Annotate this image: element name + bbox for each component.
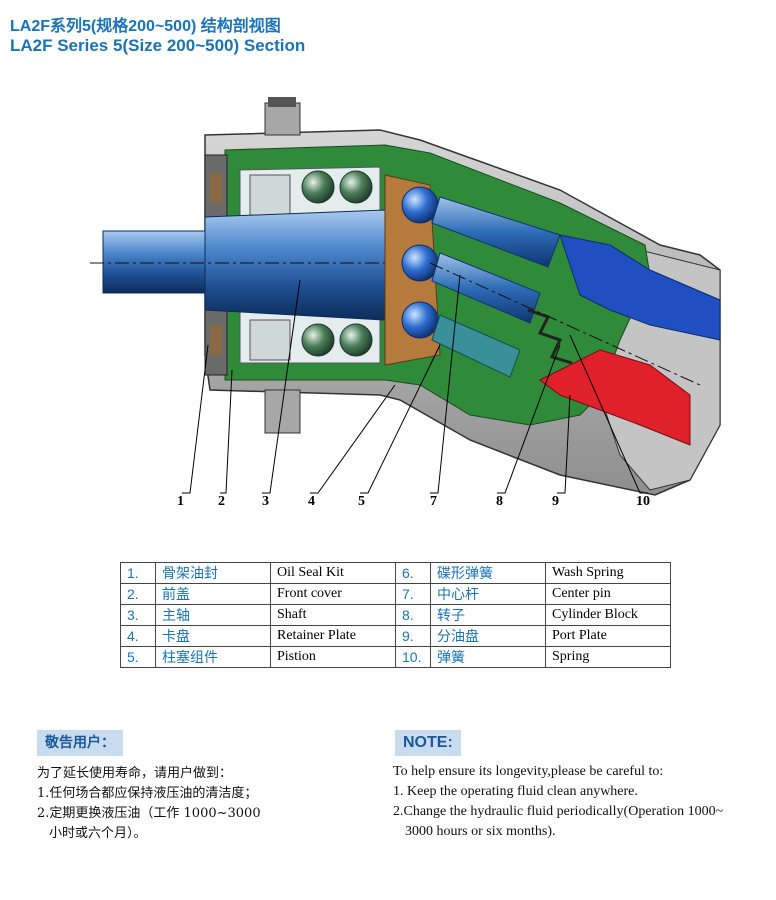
table-row: 2. 前盖 Front cover 7. 中心杆 Center pin <box>120 583 671 605</box>
part-name-en: Center pin <box>545 583 671 605</box>
part-number: 8. <box>395 604 431 626</box>
part-name-en: Retainer Plate <box>270 625 396 647</box>
title-chinese: LA2F系列5(规格200~500) 结构剖视图 <box>10 18 281 35</box>
part-number: 6. <box>395 562 431 584</box>
part-name-en: Shaft <box>270 604 396 626</box>
part-name-en: Wash Spring <box>545 562 671 584</box>
part-name-en: Spring <box>545 646 671 668</box>
callout-2: 2 <box>218 494 225 509</box>
callout-numbers: 1 2 3 4 5 7 8 9 10 <box>177 494 650 509</box>
notice-line: To help ensure its longevity,please be c… <box>393 764 664 779</box>
notice-line: 为了延长使用寿命，请用户做到： <box>37 766 233 781</box>
port-flow-red <box>539 349 691 446</box>
leader-lines <box>182 274 648 494</box>
callout-3: 3 <box>262 494 269 509</box>
pump-section-diagram: 1 2 3 4 5 7 8 9 10 <box>90 97 721 509</box>
callout-9: 9 <box>552 494 559 509</box>
part-number: 9. <box>395 625 431 647</box>
parts-table: 1. 骨架油封 Oil Seal Kit 6. 碟形弹簧 Wash Spring… <box>120 562 671 668</box>
shaft <box>90 209 420 321</box>
part-name-cn: 前盖 <box>155 583 271 605</box>
callout-10: 10 <box>636 494 650 509</box>
notice-line: 3000 hours or six months). <box>405 824 556 839</box>
part-name-cn: 骨架油封 <box>155 562 271 584</box>
notice-line: 2.定期更换液压油（工作 1000~3000 <box>37 806 261 821</box>
part-number: 5. <box>120 646 156 668</box>
part-name-en: Oil Seal Kit <box>270 562 396 584</box>
notice-line: 1. Keep the operating fluid clean anywhe… <box>393 784 638 799</box>
part-name-cn: 碟形弹簧 <box>430 562 546 584</box>
table-row: 3. 主轴 Shaft 8. 转子 Cylinder Block <box>120 604 671 626</box>
part-name-cn: 分油盘 <box>430 625 546 647</box>
callout-7: 7 <box>430 494 437 509</box>
part-name-cn: 中心杆 <box>430 583 546 605</box>
port-flow-blue <box>559 234 721 341</box>
part-name-en: Cylinder Block <box>545 604 671 626</box>
notice-heading-en: NOTE: <box>395 730 461 756</box>
bearings <box>249 170 373 361</box>
notice-line: 小时或六个月）。 <box>49 826 147 841</box>
table-row: 1. 骨架油封 Oil Seal Kit 6. 碟形弹簧 Wash Spring <box>120 562 671 584</box>
part-name-cn: 柱塞组件 <box>155 646 271 668</box>
part-number: 10. <box>395 646 431 668</box>
part-number: 1. <box>120 562 156 584</box>
callout-1: 1 <box>177 494 184 509</box>
part-name-cn: 卡盘 <box>155 625 271 647</box>
part-number: 2. <box>120 583 156 605</box>
part-name-en: Pistion <box>270 646 396 668</box>
table-row: 5. 柱塞组件 Pistion 10. 弹簧 Spring <box>120 646 671 668</box>
notice-line: 1.任何场合都应保持液压油的清洁度； <box>37 786 258 801</box>
callout-5: 5 <box>358 494 365 509</box>
title-english: LA2F Series 5(Size 200~500) Section <box>10 36 306 55</box>
part-name-cn: 弹簧 <box>430 646 546 668</box>
table-row: 4. 卡盘 Retainer Plate 9. 分油盘 Port Plate <box>120 625 671 647</box>
notice-body-en: To help ensure its longevity,please be c… <box>393 762 723 842</box>
part-number: 4. <box>120 625 156 647</box>
notice-body-cn: 为了延长使用寿命，请用户做到： 1.任何场合都应保持液压油的清洁度； 2.定期更… <box>37 764 261 844</box>
part-name-cn: 转子 <box>430 604 546 626</box>
callout-4: 4 <box>308 494 315 509</box>
notice-heading-cn: 敬告用户： <box>37 730 123 756</box>
part-number: 3. <box>120 604 156 626</box>
notice-line: 2.Change the hydraulic fluid periodicall… <box>393 804 724 819</box>
part-name-en: Front cover <box>270 583 396 605</box>
part-name-cn: 主轴 <box>155 604 271 626</box>
callout-8: 8 <box>496 494 503 509</box>
part-number: 7. <box>395 583 431 605</box>
part-name-en: Port Plate <box>545 625 671 647</box>
